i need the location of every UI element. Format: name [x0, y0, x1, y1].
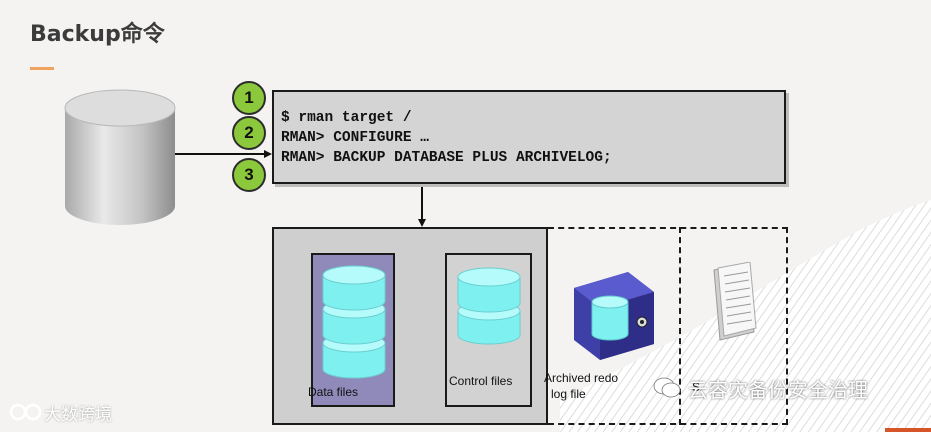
dashed-separator — [679, 227, 681, 425]
spfile-label: S — [692, 380, 701, 394]
corner-accent — [885, 428, 931, 432]
slide-title: Backup命令 — [30, 22, 165, 47]
archived-redo-label-line2: log file — [551, 387, 586, 401]
command-line-1: $ rman target / — [281, 110, 412, 126]
command-line-2: RMAN> CONFIGURE … — [281, 130, 429, 146]
control-files-box: Control files — [445, 253, 532, 407]
watermark-left: 大数跨境 — [44, 405, 112, 424]
database-cylinder-icon — [64, 89, 176, 225]
spfile-document-icon — [713, 262, 757, 341]
brand-logo-icon — [9, 403, 42, 421]
wechat-icon — [653, 377, 681, 398]
title-accent-bar — [30, 67, 54, 70]
command-line-3: RMAN> BACKUP DATABASE PLUS ARCHIVELOG; — [281, 150, 612, 166]
backup-set-box: Data files Control files — [272, 227, 548, 425]
archived-redo-log-icon — [574, 272, 654, 360]
control-files-label: Control files — [449, 374, 513, 388]
rman-command-box: $ rman target / RMAN> CONFIGURE … RMAN> … — [272, 90, 786, 184]
archived-redo-label: Archived redo — [544, 371, 619, 385]
watermark-right: 云容灾备份安全治理 — [688, 378, 868, 402]
control-files-cylinders-icon — [457, 267, 521, 345]
data-files-cylinders-icon — [322, 265, 386, 379]
step-2-badge: 2 — [232, 116, 266, 150]
archivelog-backup-region — [548, 227, 788, 425]
data-files-label: Data files — [308, 385, 359, 399]
step-3-badge: 3 — [232, 158, 266, 192]
data-files-box: Data files — [308, 253, 395, 407]
step-1-badge: 1 — [232, 81, 266, 115]
